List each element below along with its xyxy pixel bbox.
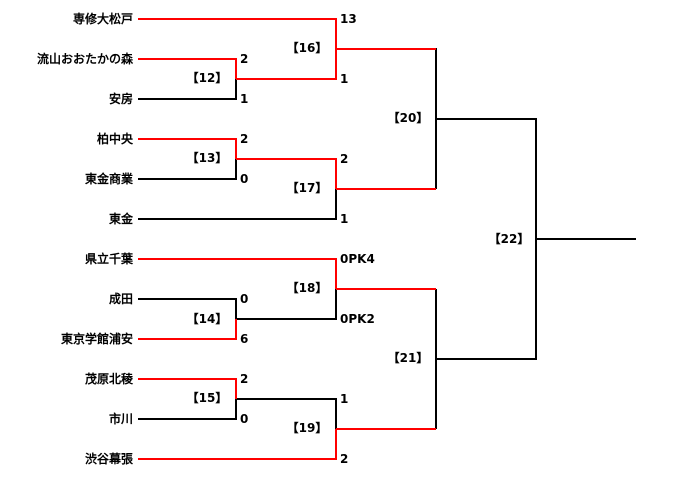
game-number: 【20】 <box>388 110 429 125</box>
score: 6 <box>240 332 248 346</box>
score: 13 <box>340 12 357 26</box>
score: 2 <box>340 452 348 466</box>
line-senshu-matsudo <box>138 18 337 49</box>
game-labels: 【12】 【13】 【14】 【15】 【16】 【17】 【18】 【19】 … <box>187 40 530 435</box>
line-g14-winner <box>236 289 337 320</box>
line-kenritsu-chiba <box>138 258 337 289</box>
score: 1 <box>340 72 348 86</box>
score: 2 <box>240 372 248 386</box>
score: 2 <box>340 152 348 166</box>
bracket-lines-normal <box>138 48 636 429</box>
bracket-lines-winner <box>138 18 436 460</box>
score: 2 <box>240 132 248 146</box>
line-nagareyama <box>138 58 237 79</box>
line-togane-shogyo <box>138 159 237 180</box>
team-name: 安房 <box>109 91 133 106</box>
game-number: 【15】 <box>187 390 228 405</box>
team-name: 東金商業 <box>85 171 134 186</box>
line-ichikawa <box>138 399 237 420</box>
score: 0 <box>240 172 248 186</box>
line-g15-winner <box>236 398 337 429</box>
game-number: 【16】 <box>287 40 328 55</box>
game-number: 【13】 <box>187 150 228 165</box>
score: 1 <box>340 212 348 226</box>
line-mobara-hokuryo <box>138 378 237 399</box>
game-number: 【21】 <box>388 350 429 365</box>
line-togane <box>138 189 337 220</box>
line-g13-winner <box>236 158 337 189</box>
game-number: 【14】 <box>187 311 228 326</box>
score: 0 <box>240 292 248 306</box>
game-number: 【18】 <box>287 280 328 295</box>
score-labels: 2 1 2 0 0 6 2 0 13 1 2 1 0PK4 0PK2 1 2 <box>240 12 375 466</box>
team-name: 流山おおたかの森 <box>37 51 134 66</box>
line-awa <box>138 79 237 100</box>
game-number: 【22】 <box>489 231 530 246</box>
team-name: 市川 <box>109 411 133 426</box>
score: 0 <box>240 412 248 426</box>
game-number: 【19】 <box>287 420 328 435</box>
team-name: 成田 <box>109 291 133 306</box>
team-name: 柏中央 <box>97 131 134 146</box>
score: 1 <box>240 92 248 106</box>
game-number: 【12】 <box>187 70 228 85</box>
score: 0PK4 <box>340 252 375 266</box>
team-labels: 専修大松戸 流山おおたかの森 安房 柏中央 東金商業 東金 県立千葉 成田 東京… <box>37 11 134 466</box>
score: 0PK2 <box>340 312 375 326</box>
line-tokyo-gakkan <box>138 319 237 340</box>
line-g22 <box>436 238 636 360</box>
line-shibuya-makuhari <box>138 429 337 460</box>
line-g12-winner <box>236 49 337 80</box>
team-name: 渋谷幕張 <box>85 451 134 466</box>
line-narita <box>138 298 237 319</box>
team-name: 茂原北稜 <box>85 371 134 386</box>
line-kashiwa-chuo <box>138 138 237 159</box>
team-name: 東金 <box>109 211 134 226</box>
score: 2 <box>240 52 248 66</box>
score: 1 <box>340 392 348 406</box>
game-number: 【17】 <box>287 180 328 195</box>
team-name: 県立千葉 <box>85 251 134 266</box>
team-name: 東京学館浦安 <box>61 331 133 346</box>
team-name: 専修大松戸 <box>73 11 133 26</box>
